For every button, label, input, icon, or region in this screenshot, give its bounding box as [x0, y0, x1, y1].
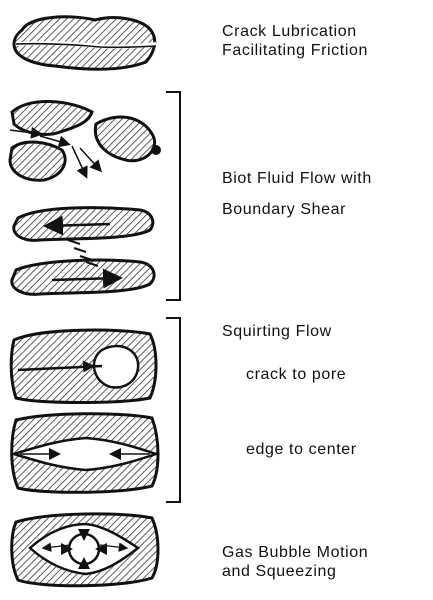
- biot-flow-lower-sketch: [12, 208, 154, 295]
- label-biot-flow: Biot Fluid Flow with Boundary Shear: [222, 163, 372, 225]
- label-line: Squirting Flow: [222, 322, 332, 341]
- grain-bottom: [10, 142, 65, 180]
- label-crack-lubrication: Crack Lubrication Facilitating Friction: [222, 22, 368, 60]
- label-edge-to-center: edge to center: [246, 440, 357, 459]
- crack-lubrication-sketch: [14, 17, 156, 69]
- squirt-edge-to-center-sketch: [12, 414, 158, 493]
- label-line: edge to center: [246, 440, 357, 459]
- grain-right: [95, 117, 154, 161]
- squirt-crack-to-pore-sketch: [11, 330, 156, 402]
- label-gas-bubble: Gas Bubble Motion and Squeezing: [222, 543, 368, 581]
- grain-left: [12, 101, 92, 134]
- biot-flow-upper-sketch: [10, 101, 161, 180]
- label-line: Biot Fluid Flow with: [222, 163, 372, 194]
- contact-point: [151, 145, 161, 155]
- label-line: Gas Bubble Motion: [222, 543, 368, 562]
- label-line: Facilitating Friction: [222, 41, 368, 60]
- grain-lower: [12, 260, 154, 294]
- bracket-biot: [166, 92, 180, 300]
- label-squirting-flow: Squirting Flow: [222, 322, 332, 341]
- label-line: Boundary Shear: [222, 194, 372, 225]
- label-line: and Squeezing: [222, 562, 368, 581]
- label-crack-to-pore: crack to pore: [246, 365, 346, 384]
- gas-bubble: [69, 534, 99, 564]
- flow-arrow: [72, 146, 86, 176]
- bracket-squirt: [166, 318, 180, 502]
- label-line: crack to pore: [246, 365, 346, 384]
- gas-bubble-sketch: [12, 514, 158, 586]
- flow-arrow: [80, 148, 100, 170]
- label-line: Crack Lubrication: [222, 22, 368, 41]
